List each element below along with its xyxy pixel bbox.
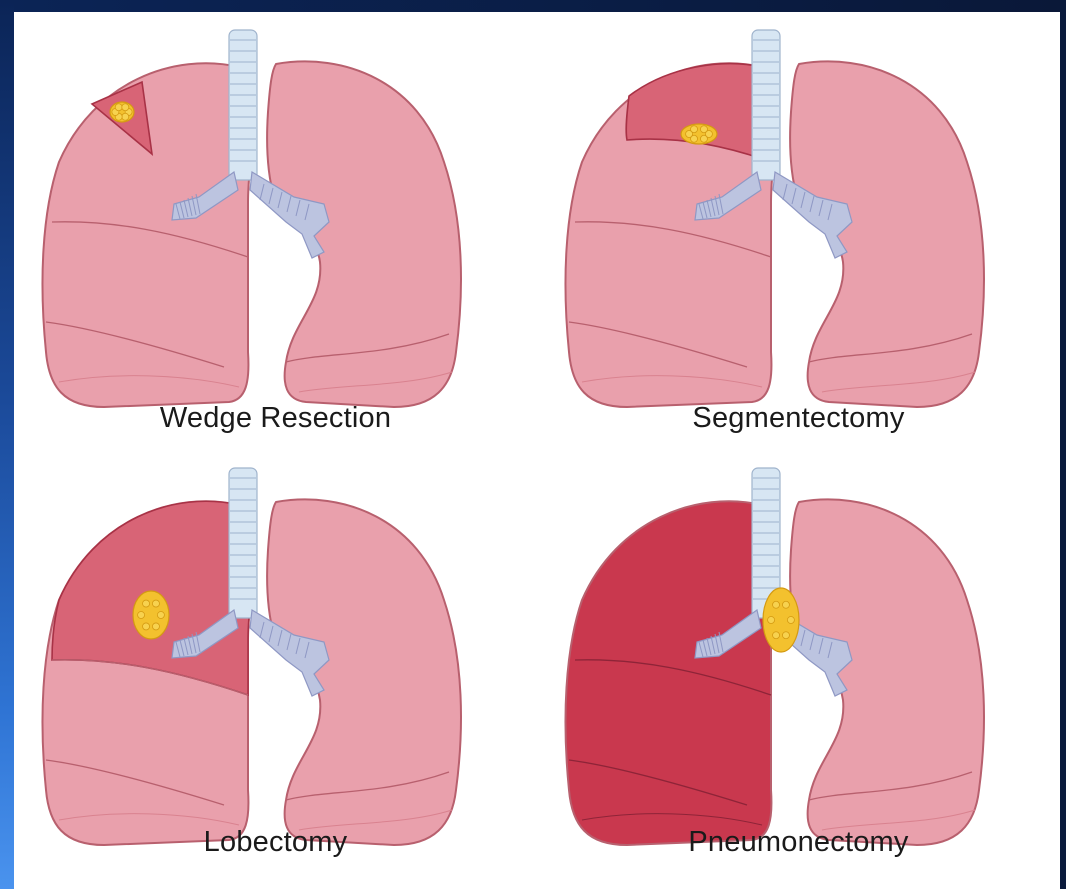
trachea (229, 468, 257, 618)
caption-pneumonectomy: Pneumonectomy (537, 826, 1060, 859)
panel-segmentectomy: Segmentectomy (537, 12, 1060, 450)
panel-wedge-resection: Wedge Resection (14, 12, 537, 450)
caption-wedge-resection: Wedge Resection (14, 402, 537, 435)
tumor-nodule (787, 617, 794, 624)
caption-segmentectomy: Segmentectomy (537, 402, 1060, 435)
lung-group (42, 468, 461, 845)
trachea (229, 30, 257, 180)
right-frame-border (1060, 0, 1066, 889)
tumor-nodule (782, 601, 789, 608)
tumor-nodule (700, 126, 707, 133)
tumor-nodule (122, 113, 129, 120)
tumor-nodule (152, 623, 159, 630)
tumor-nodule (773, 632, 780, 639)
lung-group (565, 468, 984, 845)
lung-illustration-lung (537, 450, 1060, 888)
lung-illustration-segment (537, 12, 1060, 450)
tumor-nodule (773, 601, 780, 608)
left-lung (267, 61, 461, 407)
tumor-nodule (143, 600, 150, 607)
right-lung (565, 501, 775, 845)
trachea (752, 30, 780, 180)
tumor-nodule (152, 600, 159, 607)
lung-group (42, 30, 461, 407)
tumor-nodule (700, 135, 707, 142)
left-lung (790, 61, 984, 407)
top-frame-border (0, 0, 1066, 12)
tumor-nodule (782, 632, 789, 639)
tumor-nodule (138, 612, 145, 619)
diagram-canvas: Wedge Resection Segmentectomy Lobectomy … (14, 12, 1060, 889)
right-lung (42, 63, 252, 407)
lung-group (565, 30, 984, 407)
lung-illustration-lobe (14, 450, 537, 888)
caption-lobectomy: Lobectomy (14, 826, 537, 859)
panel-pneumonectomy: Pneumonectomy (537, 450, 1060, 888)
tumor-nodule (157, 612, 164, 619)
lung-illustration-wedge (14, 12, 537, 450)
tumor-nodule (768, 617, 775, 624)
tumor-nodule (691, 126, 698, 133)
panel-lobectomy: Lobectomy (14, 450, 537, 888)
tumor-nodule (122, 104, 129, 111)
left-frame-border (0, 0, 14, 889)
tumor-nodule (143, 623, 150, 630)
tumor-nodule (115, 104, 122, 111)
left-lung (790, 499, 984, 845)
left-lung (267, 499, 461, 845)
